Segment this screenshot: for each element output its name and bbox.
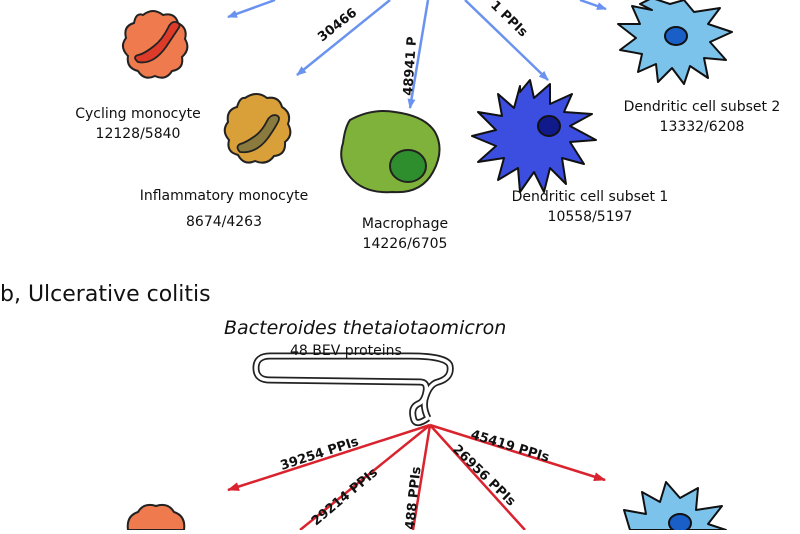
arrow-to-macrophage-b <box>411 424 432 531</box>
cell-name: Dendritic cell subset 1 <box>511 189 669 205</box>
ppi-label-48941: 48941 P <box>401 36 420 96</box>
ppi-label-39254: 39254 PPIs <box>279 434 361 473</box>
cell-label-inflammatory-monocyte: Inflammatory monocyte 8674/4263 <box>124 186 324 232</box>
dendritic-cell-subset-1-icon <box>471 79 597 193</box>
cell-counts: 14226/6705 <box>362 236 448 252</box>
arrow-to-cycling-monocyte-b <box>227 423 431 492</box>
macrophage-icon <box>340 110 441 194</box>
arrow-to-dendritic-subset-1-b <box>429 424 526 531</box>
ppi-label-30466: 30466 <box>315 5 360 45</box>
arrow-to-macrophage <box>407 0 430 109</box>
cycling-monocyte-b-icon <box>126 503 186 531</box>
cell-label-dendritic-subset-1: Dendritic cell subset 1 10558/5197 <box>490 187 690 227</box>
ppi-label-29214: 29214 PPIs <box>309 465 381 529</box>
arrow-to-dendritic-subset-1 <box>464 0 549 81</box>
cell-name: Dendritic cell subset 2 <box>623 99 781 115</box>
cell-label-cycling-monocyte: Cycling monocyte 12128/5840 <box>68 104 208 144</box>
dendritic-cell-subset-2-icon <box>617 0 733 85</box>
bev-protein-count: 48 BEV proteins <box>290 343 402 359</box>
ppi-label-1: 1 PPIs <box>487 0 530 40</box>
cell-counts: 13332/6208 <box>659 119 745 135</box>
arrow-to-inflammatory-monocyte <box>296 0 391 76</box>
arrow-to-inflammatory-monocyte-b <box>299 424 431 531</box>
ppi-label-45419: 45419 PPIs <box>469 427 551 465</box>
arrow-to-dendritic-subset-2-b <box>429 423 606 482</box>
cell-name: Cycling monocyte <box>75 106 201 122</box>
panel-a-ppi-labels: 30466 48941 P 1 PPIs <box>315 0 530 96</box>
arrow-to-dendritic-subset-2 <box>579 0 607 11</box>
cell-name: Macrophage <box>361 216 449 232</box>
cell-label-dendritic-subset-2: Dendritic cell subset 2 13332/6208 <box>612 97 792 137</box>
cell-label-macrophage: Macrophage 14226/6705 <box>340 214 470 254</box>
arrow-to-offscreen-left <box>227 0 276 19</box>
panel-b-title: b, Ulcerative colitis <box>0 282 211 307</box>
inflammatory-monocyte-icon <box>223 93 292 164</box>
bacterium-name: Bacteroides thetaiotaomicron <box>224 317 507 339</box>
ppi-label-488: 488 PPIs <box>403 466 425 530</box>
cell-counts: 12128/5840 <box>95 126 181 142</box>
cell-name: Inflammatory monocyte <box>139 188 309 204</box>
panel-a-arrows <box>227 0 607 109</box>
panel-b-arrows <box>227 423 606 531</box>
bacterium-icon <box>252 352 454 427</box>
cell-counts: 10558/5197 <box>547 209 633 225</box>
cell-counts: 8674/4263 <box>186 214 262 230</box>
dendritic-cell-subset-2-b-icon <box>623 481 727 533</box>
cycling-monocyte-icon <box>122 10 189 79</box>
